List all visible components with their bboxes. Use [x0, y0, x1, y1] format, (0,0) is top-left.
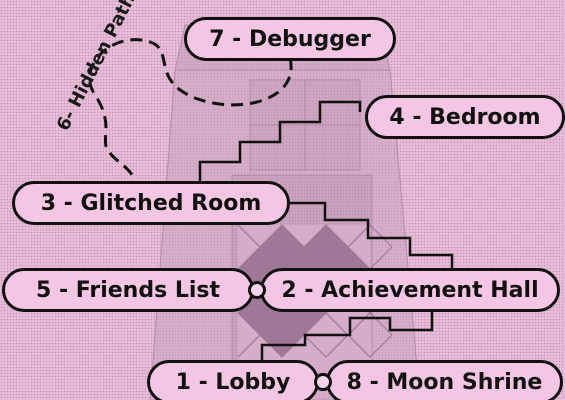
room-node-glitched-room[interactable]: 3 - Glitched Room: [12, 181, 290, 225]
room-node-moon-shrine[interactable]: 8 - Moon Shrine: [326, 360, 563, 400]
hidden-path-label: 6- Hidden Path: [53, 0, 140, 134]
connector-friends-list-achievement-hall: [248, 281, 266, 299]
room-node-achievement-hall[interactable]: 2 - Achievement Hall: [260, 268, 560, 312]
connector-lobby-moon-shrine: [314, 373, 332, 391]
room-node-friends-list[interactable]: 5 - Friends List: [2, 268, 254, 312]
room-node-bedroom[interactable]: 4 - Bedroom: [365, 95, 565, 139]
room-node-debugger[interactable]: 7 - Debugger: [184, 17, 396, 61]
room-node-lobby[interactable]: 1 - Lobby: [147, 360, 319, 400]
